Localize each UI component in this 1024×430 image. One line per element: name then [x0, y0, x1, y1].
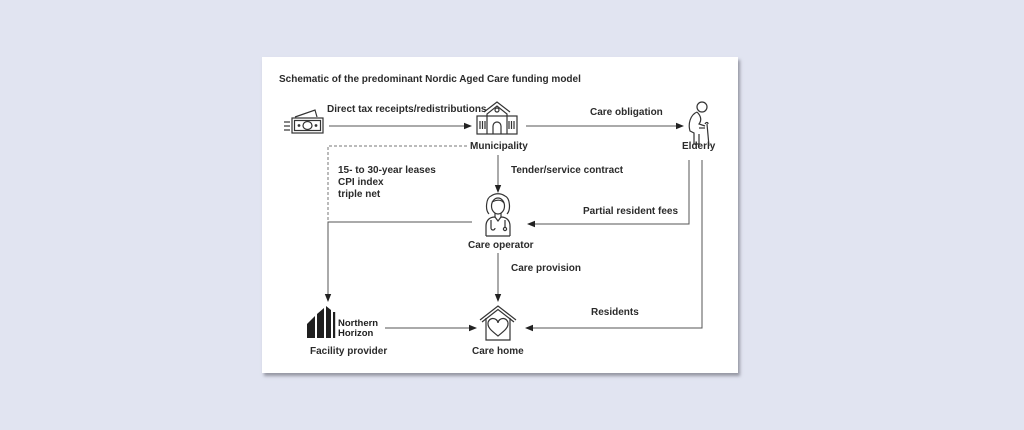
node-label-care-operator: Care operator: [468, 240, 534, 251]
edge-label-care-obligation: Care obligation: [590, 107, 663, 118]
node-label-municipality: Municipality: [470, 141, 528, 152]
edge-label-care-provision: Care provision: [511, 263, 582, 274]
node-label-facility-provider: Facility provider: [310, 346, 388, 357]
edge-label-residents: Residents: [591, 307, 639, 318]
elderly-person-icon: [688, 101, 710, 147]
money-icon: [284, 109, 324, 134]
edge-label-tender: Tender/service contract: [511, 165, 624, 176]
lease-terms: 15- to 30-year leases CPI index triple n…: [338, 165, 436, 201]
brand-name-line2: Horizon: [338, 328, 374, 339]
diagram-title: Schematic of the predominant Nordic Aged…: [279, 74, 581, 85]
edge-label-partial-fees: Partial resident fees: [583, 206, 679, 217]
edge-care-operator-to-facility: [324, 221, 472, 302]
lease-term-duration: 15- to 30-year leases: [338, 165, 436, 176]
edge-elderly-to-care-home: [525, 160, 703, 332]
node-label-care-home: Care home: [472, 346, 524, 357]
edge-elderly-to-care-operator: [527, 160, 690, 228]
diagram-card: [262, 57, 738, 373]
lease-term-net: triple net: [338, 189, 381, 200]
brand-name-line1: Northern: [338, 318, 379, 329]
edge-label-tax: Direct tax receipts/redistributions: [327, 104, 487, 115]
edge-municipality-to-facility-dashed: [327, 145, 467, 222]
lease-term-index: CPI index: [338, 177, 384, 188]
town-hall-icon: [476, 101, 518, 135]
node-label-elderly: Elderly: [682, 141, 716, 152]
northern-horizon-logo: [307, 306, 336, 338]
care-worker-icon: [485, 193, 511, 237]
house-heart-icon: [479, 305, 517, 341]
